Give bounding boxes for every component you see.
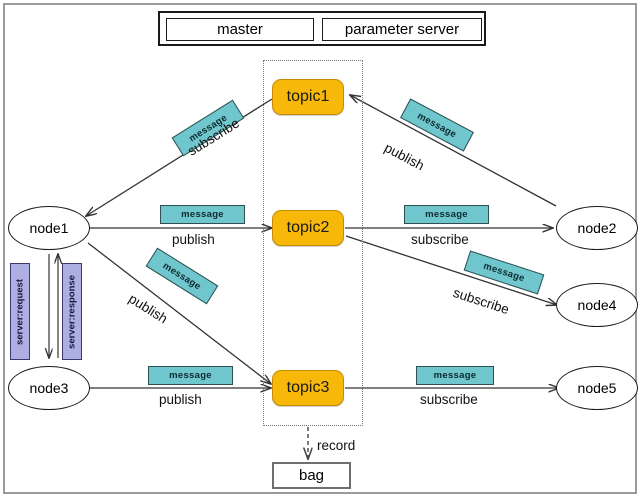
edge-caption-publish-node1-topic2: publish — [172, 232, 215, 247]
bag-box[interactable]: bag — [272, 462, 351, 489]
node1-label: node1 — [29, 220, 69, 236]
edge-caption-subscribe-topic2-node2: subscribe — [411, 232, 469, 247]
bag-label: bag — [298, 467, 325, 484]
service-bar-server-request: server:request — [10, 263, 30, 360]
topic-node-topic2[interactable]: topic2 — [272, 210, 344, 246]
message-chip-label: message — [169, 370, 212, 381]
node-node1[interactable]: node1 — [8, 206, 90, 250]
message-chip-label: message — [425, 209, 468, 220]
server-request-label: server:request — [14, 278, 26, 345]
node4-label: node4 — [577, 297, 617, 313]
message-chip-node1-topic2: message — [160, 205, 245, 224]
master-cell[interactable]: master — [166, 18, 314, 41]
node2-label: node2 — [577, 220, 617, 236]
topic-group-container — [263, 60, 363, 426]
parameter-server-cell[interactable]: parameter server — [322, 18, 482, 41]
service-bar-server-response: server:response — [62, 263, 82, 360]
server-response-label: server:response — [66, 274, 78, 349]
node-node2[interactable]: node2 — [556, 206, 638, 250]
message-chip-label: message — [433, 370, 477, 381]
master-bar: master parameter server — [158, 11, 486, 46]
node-node3[interactable]: node3 — [8, 366, 90, 410]
topic1-label: topic1 — [286, 88, 330, 105]
message-chip-node3-topic3: message — [148, 366, 233, 385]
parameter-server-label: parameter server — [344, 21, 460, 38]
node-node5[interactable]: node5 — [556, 366, 638, 410]
edge-caption-publish-node3-topic3: publish — [159, 392, 202, 407]
topic-node-topic1[interactable]: topic1 — [272, 79, 344, 115]
message-chip-label: message — [181, 209, 224, 220]
node3-label: node3 — [29, 380, 69, 396]
edge-caption-record: record — [317, 438, 356, 453]
master-label: master — [217, 21, 263, 38]
topic-node-topic3[interactable]: topic3 — [272, 370, 344, 406]
edge-caption-subscribe-topic3-node5: subscribe — [420, 392, 478, 407]
node-node4[interactable]: node4 — [556, 283, 638, 327]
message-chip-topic3-node5: message — [416, 366, 494, 385]
topic3-label: topic3 — [286, 379, 330, 396]
node5-label: node5 — [577, 380, 617, 396]
topic2-label: topic2 — [286, 219, 330, 236]
message-chip-topic2-node2: message — [404, 205, 489, 224]
